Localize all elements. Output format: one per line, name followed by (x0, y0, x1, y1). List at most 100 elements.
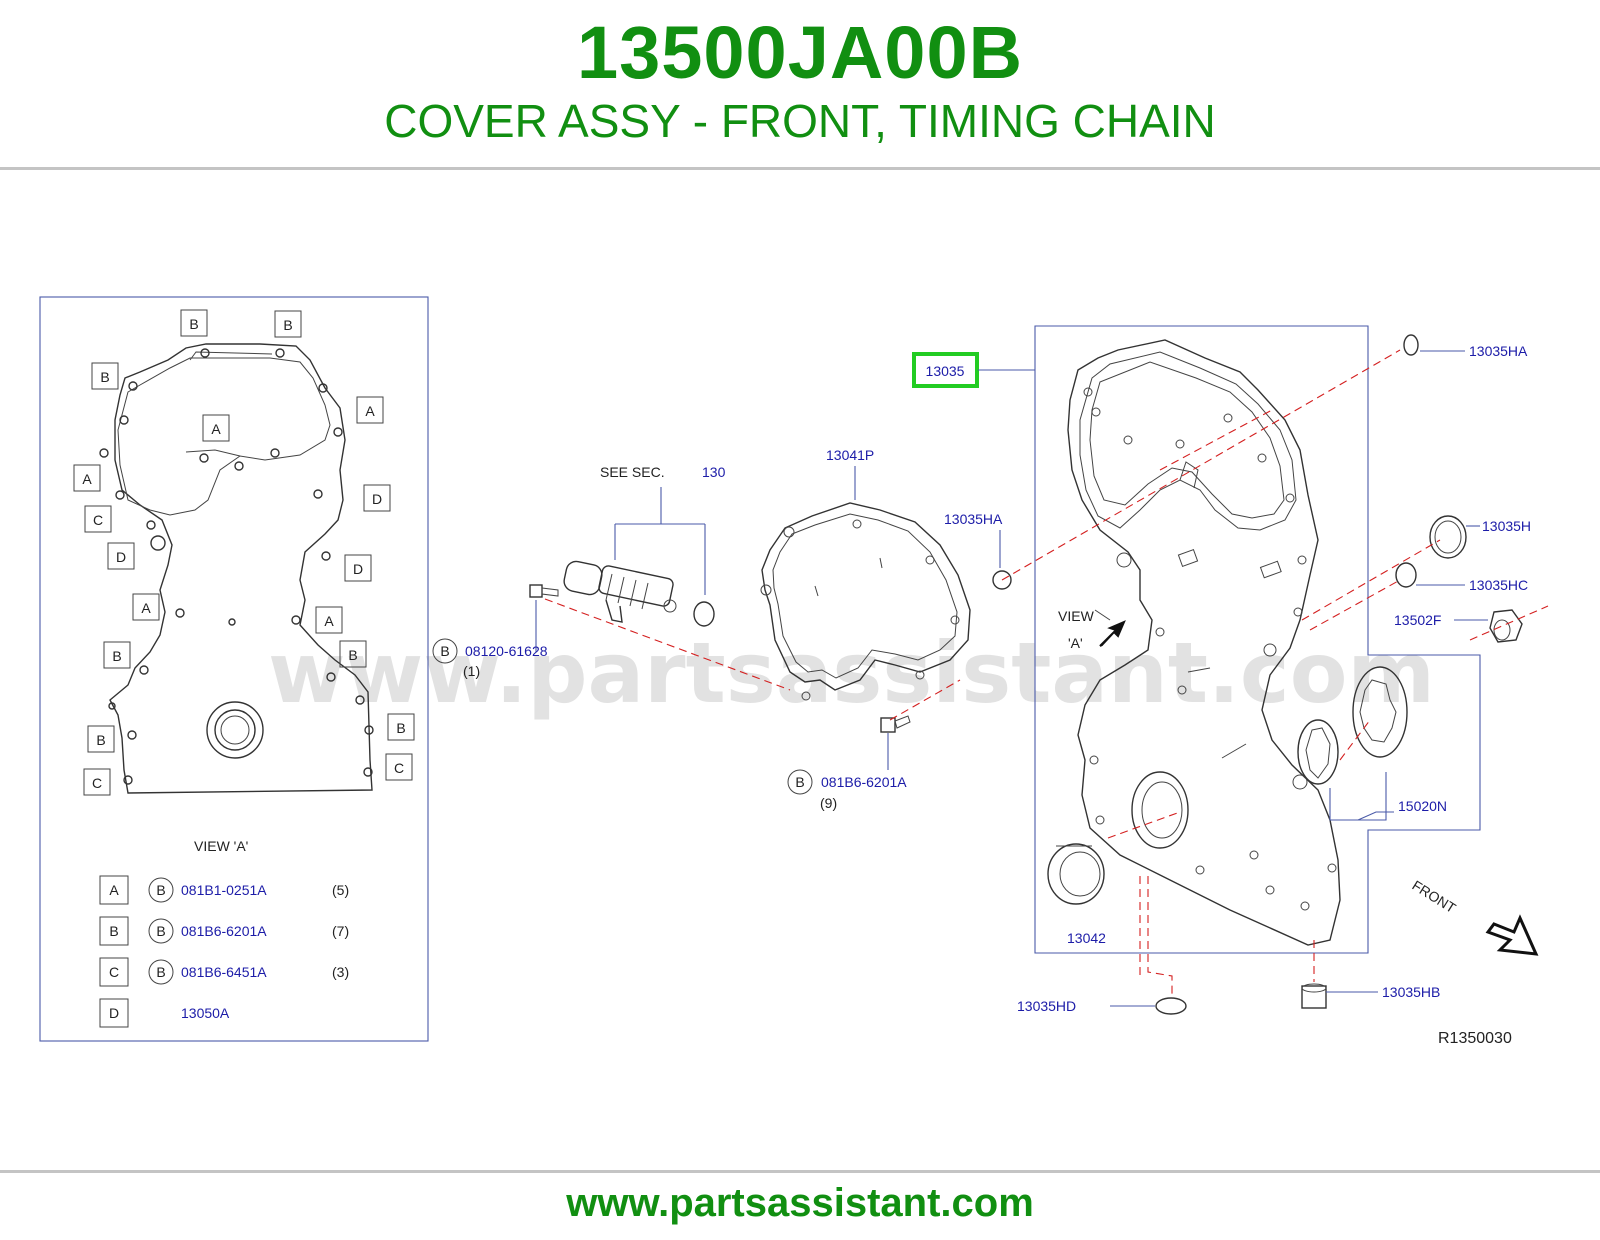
svg-text:D: D (372, 491, 382, 507)
part-13041P-link[interactable]: 13041P (826, 447, 874, 463)
bolt-08120-icon (529, 584, 559, 598)
part-13035H-link[interactable]: 13035H (1482, 518, 1531, 534)
svg-text:D: D (116, 549, 126, 565)
o-ring-13035ha-inner-icon (992, 570, 1012, 590)
svg-text:C: C (394, 760, 404, 776)
part-08120-61628-link[interactable]: 08120-61628 (465, 643, 548, 659)
view-a-bolt-key-a2: A (202, 414, 230, 442)
part-13035HB-link[interactable]: 13035HB (1382, 984, 1440, 1000)
part-13042-link[interactable]: 13042 (1067, 930, 1106, 946)
view-a-legend-row-d: D 13050A (99, 998, 230, 1028)
part-13035HA-inner-link[interactable]: 13035HA (944, 511, 1003, 527)
view-a-bolt-key-a4: A (132, 593, 160, 621)
legend-part-081B1-0251A[interactable]: 081B1-0251A (181, 882, 267, 898)
part-13035HD-link[interactable]: 13035HD (1017, 998, 1076, 1014)
o-ring-icon (693, 601, 715, 627)
legend-part-13050A[interactable]: 13050A (181, 1005, 230, 1021)
svg-text:D: D (353, 561, 363, 577)
view-a-legend-row-c: C B 081B6-6451A (3) (99, 957, 349, 987)
part-13035-highlight (912, 352, 979, 388)
svg-text:B: B (96, 732, 105, 748)
view-a-bolt-key-d2: D (107, 542, 135, 570)
part-13035-link[interactable]: 13035 (926, 363, 965, 379)
svg-text:B: B (283, 317, 292, 333)
view-a-bolt-key-d3: D (344, 554, 372, 582)
view-a-bolt-key-c1: C (84, 505, 112, 533)
view-a-bolt-key-b3: B (91, 362, 119, 390)
watermark: www.partsassistant.com (268, 624, 1435, 722)
svg-text:B: B (100, 369, 109, 385)
front-arrow-icon (1485, 914, 1539, 956)
oil-pump-rotor-outer-icon (1352, 666, 1408, 758)
see-sec-130-link[interactable]: 130 (702, 464, 726, 480)
svg-text:A: A (365, 403, 375, 419)
svg-text:C: C (93, 512, 103, 528)
view-a-bolt-key-d1: D (363, 484, 391, 512)
svg-text:A: A (109, 882, 119, 898)
view-a-cover-outline (109, 343, 373, 794)
view-a-arrow-icon (1099, 620, 1126, 647)
view-a-seal-outer (206, 701, 264, 759)
legend-part-081B6-6201A[interactable]: 081B6-6201A (181, 923, 267, 939)
view-a-bolt-key-b7: B (87, 725, 115, 753)
svg-text:B: B (156, 964, 165, 980)
view-a-arrow-label-2: 'A' (1068, 635, 1083, 651)
svg-text:C: C (109, 964, 119, 980)
view-a-seal-core (220, 715, 250, 745)
bolt-081b6-symbol (787, 769, 813, 795)
view-a-seal-inner (214, 709, 256, 751)
gasket-13041p-outline (761, 502, 971, 691)
part-13035HC-link[interactable]: 13035HC (1469, 577, 1528, 593)
oil-control-valve-icon (563, 560, 677, 623)
oil-control-valve-group: SEE SEC. 130 B 08120-61628 (1) (432, 464, 726, 679)
footer-divider (0, 1170, 1600, 1173)
part-13035HA-link[interactable]: 13035HA (1469, 343, 1528, 359)
view-a-legend-row-a: A B 081B1-0251A (5) (99, 875, 349, 905)
header: 13500JA00B COVER ASSY - FRONT, TIMING CH… (0, 0, 1600, 168)
svg-text:B: B (348, 647, 357, 663)
washer-13035hd-icon (1155, 997, 1187, 1015)
view-a-bolt-holes (99, 348, 374, 785)
assembly-outline (1034, 325, 1481, 954)
svg-text:B: B (109, 923, 118, 939)
svg-text:B: B (112, 648, 121, 664)
view-a-rib (185, 449, 241, 457)
view-a-bolt-key-b1: B (180, 309, 208, 337)
crank-seal-13042-icon (1047, 843, 1105, 905)
svg-text:B: B (189, 316, 198, 332)
o-ring-13035hc-icon (1395, 562, 1417, 588)
view-a-bolt-key-b4: B (103, 641, 131, 669)
bolt-081b6-group: B 081B6-6201A (9) (787, 715, 911, 811)
view-a-gasket-line (189, 351, 273, 361)
view-a-title: VIEW 'A' (194, 838, 248, 854)
bolt-08120-symbol (432, 638, 458, 664)
see-sec-text: SEE SEC. (600, 464, 665, 480)
part-081B6-6201A-link[interactable]: 081B6-6201A (821, 774, 907, 790)
svg-text:B: B (795, 774, 804, 790)
view-a-bolt-key-a1: A (356, 396, 384, 424)
crank-seal-bore (1131, 771, 1189, 849)
view-a-bolt-key-c3: C (83, 768, 111, 796)
svg-text:A: A (211, 421, 221, 437)
svg-text:D: D (109, 1005, 119, 1021)
view-a-bolt-key-b5: B (339, 640, 367, 668)
view-a-bolt-key-a5: A (315, 606, 343, 634)
cover-boss (1179, 461, 1199, 489)
legend-part-081B6-6451A[interactable]: 081B6-6451A (181, 964, 267, 980)
view-a-panel: B B B A A A D C D D A A B B B B C C VIEW… (39, 296, 429, 1042)
rotor-15020n-leader (1329, 772, 1394, 821)
svg-text:(5): (5) (332, 882, 349, 898)
alignment-callout-lines (544, 349, 1549, 996)
svg-text:B: B (396, 720, 405, 736)
svg-text:A: A (324, 613, 334, 629)
svg-text:(3): (3) (332, 964, 349, 980)
view-a-frame (39, 296, 429, 1042)
svg-text:(7): (7) (332, 923, 349, 939)
header-divider (0, 167, 1600, 170)
part-13502F-link[interactable]: 13502F (1394, 612, 1441, 628)
bolt-081b6-icon (880, 715, 911, 733)
view-a-bolt-key-b6: B (387, 713, 415, 741)
part-15020N-link[interactable]: 15020N (1398, 798, 1447, 814)
footer-website-link[interactable]: www.partsassistant.com (566, 1181, 1034, 1225)
